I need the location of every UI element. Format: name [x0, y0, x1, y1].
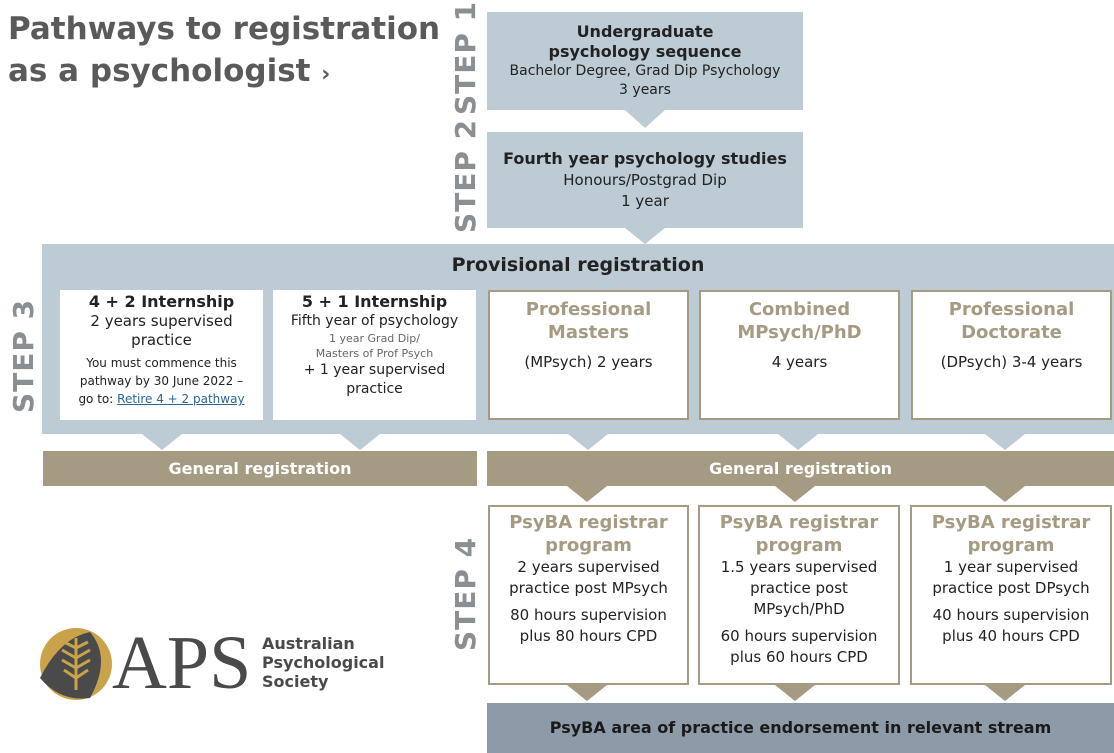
step-3-label: STEP 3: [7, 298, 40, 413]
arrow-reg-3: [985, 685, 1025, 701]
registrar2-t3: MPsych/PhD: [753, 600, 845, 618]
registrar3-head2: program: [967, 535, 1055, 556]
registrar3-t4: plus 40 hours CPD: [942, 627, 1080, 645]
registrar2-t4: 60 hours supervision: [720, 627, 878, 645]
registrar2-t2: practice post: [750, 579, 848, 597]
prof-masters-head2: Masters: [547, 322, 630, 343]
professional-doctorate-box: Professional Doctorate (DPsych) 3-4 year…: [911, 290, 1112, 420]
prof-doctorate-head1: Professional: [948, 299, 1075, 320]
registrar1-head2: program: [545, 535, 632, 556]
registrar1-t2: practice post MPsych: [509, 579, 668, 597]
arrow-gen-2: [775, 486, 815, 502]
aps-letters: APS: [112, 621, 252, 705]
title-line-1: Pathways to registration: [8, 11, 441, 47]
step-4-label: STEP 4: [449, 536, 482, 651]
internship-5-1-box: 5 + 1 Internship Fifth year of psycholog…: [273, 290, 476, 420]
registrar-program-1: PsyBA registrar program 2 years supervis…: [488, 505, 689, 685]
arrow-step2-step3: [625, 228, 665, 244]
internship-4-2-line2: practice: [131, 331, 192, 349]
step-1-detail: Bachelor Degree, Grad Dip Psychology: [509, 63, 781, 79]
internship-4-2-note3: go to: Retire 4 + 2 pathway: [60, 390, 263, 408]
combined-text: 4 years: [771, 353, 828, 371]
step-1-label: STEP 1: [449, 0, 482, 115]
title-line-2-text: as a psychologist: [8, 53, 311, 89]
general-right-label: General registration: [708, 459, 893, 478]
registrar2-t1: 1.5 years supervised: [720, 558, 878, 576]
professional-masters-box: Professional Masters (MPsych) 2 years: [488, 290, 689, 420]
step-2-box: Fourth year psychology studies Honours/P…: [487, 132, 803, 228]
arrow-step3-5: [985, 434, 1025, 450]
arrow-step3-3: [568, 434, 608, 450]
internship-4-2-goto: go to:: [78, 392, 114, 406]
arrow-step1-step2: [625, 110, 665, 128]
arrow-reg-2: [775, 685, 815, 701]
internship-5-1-line3: practice: [346, 381, 403, 397]
general-registration-left: General registration: [43, 451, 477, 486]
endorsement-bar: PsyBA area of practice endorsement in re…: [487, 703, 1114, 753]
step-1-duration: 3 years: [619, 82, 671, 98]
registrar2-head2: program: [755, 535, 843, 556]
prof-masters-head1: Professional: [525, 299, 652, 320]
step-1-title-1: Undergraduate: [576, 22, 714, 41]
arrow-gen-3: [985, 486, 1025, 502]
page-title: Pathways to registration as a psychologi…: [8, 8, 440, 96]
registrar-program-2: PsyBA registrar program 1.5 years superv…: [698, 505, 900, 685]
step-1-title-2: psychology sequence: [548, 42, 742, 61]
internship-4-2-note2: pathway by 30 June 2022 –: [79, 374, 244, 388]
step-1-box: Undergraduate psychology sequence Bachel…: [487, 12, 803, 110]
arrow-gen-1: [567, 486, 607, 502]
registrar3-t3: 40 hours supervision: [932, 606, 1090, 624]
internship-4-2-title: 4 + 2 Internship: [88, 292, 235, 311]
title-line-2: as a psychologist ›: [8, 50, 440, 96]
registrar1-t3: 80 hours supervision: [510, 606, 667, 624]
arrow-reg-1: [567, 685, 607, 701]
registrar1-t1: 2 years supervised: [517, 558, 660, 576]
internship-4-2-note1: You must commence this: [86, 356, 237, 370]
registrar1-head1: PsyBA registrar: [509, 512, 668, 533]
internship-4-2-box: 4 + 2 Internship 2 years supervised prac…: [60, 290, 263, 420]
aps-name-3: Society: [262, 672, 329, 691]
internship-5-1-line1: Fifth year of psychology: [290, 313, 459, 329]
leaf-icon: [40, 628, 112, 700]
prof-masters-text: (MPsych) 2 years: [524, 353, 653, 371]
chevron-right-icon: ›: [321, 62, 331, 87]
combined-head2: MPsych/PhD: [737, 322, 862, 343]
registrar2-t5: plus 60 hours CPD: [730, 648, 868, 666]
provisional-registration-title: Provisional registration: [451, 254, 705, 276]
registrar-program-3: PsyBA registrar program 1 year supervise…: [910, 505, 1112, 685]
internship-5-1-title: 5 + 1 Internship: [301, 292, 448, 311]
arrow-step3-2: [340, 434, 380, 450]
registrar3-head1: PsyBA registrar: [931, 512, 1091, 533]
general-left-label: General registration: [168, 459, 352, 478]
step-2-duration: 1 year: [621, 192, 669, 210]
aps-name-2: Psychological: [262, 653, 385, 672]
arrow-step3-1: [142, 434, 182, 450]
step-2-title: Fourth year psychology studies: [503, 149, 787, 168]
retire-4-2-pathway-link[interactable]: Retire 4 + 2 pathway: [117, 392, 245, 406]
registrar3-t1: 1 year supervised: [943, 558, 1079, 576]
internship-5-1-small1: 1 year Grad Dip/: [328, 332, 420, 345]
prof-doctorate-text: (DPsych) 3-4 years: [940, 353, 1083, 371]
combined-head1: Combined: [748, 299, 851, 320]
aps-logo: APS Australian Psychological Society: [30, 618, 390, 708]
step-2-label: STEP 2: [449, 118, 482, 233]
arrow-step3-4: [778, 434, 818, 450]
general-registration-right: General registration: [487, 451, 1114, 486]
prof-doctorate-head2: Doctorate: [961, 322, 1062, 343]
registrar3-t2: practice post DPsych: [932, 579, 1090, 597]
combined-mpsych-phd-box: Combined MPsych/PhD 4 years: [699, 290, 900, 420]
step-2-detail: Honours/Postgrad Dip: [563, 171, 727, 189]
aps-name-1: Australian: [262, 634, 355, 653]
registrar1-t4: plus 80 hours CPD: [519, 627, 658, 645]
internship-5-1-small2: Masters of Prof Psych: [315, 347, 434, 360]
internship-4-2-line1: 2 years supervised: [90, 312, 233, 330]
internship-5-1-line2: + 1 year supervised: [303, 362, 446, 378]
endorsement-label: PsyBA area of practice endorsement in re…: [549, 718, 1052, 737]
registrar2-head1: PsyBA registrar: [719, 512, 879, 533]
aps-name: Australian Psychological Society: [262, 634, 384, 691]
